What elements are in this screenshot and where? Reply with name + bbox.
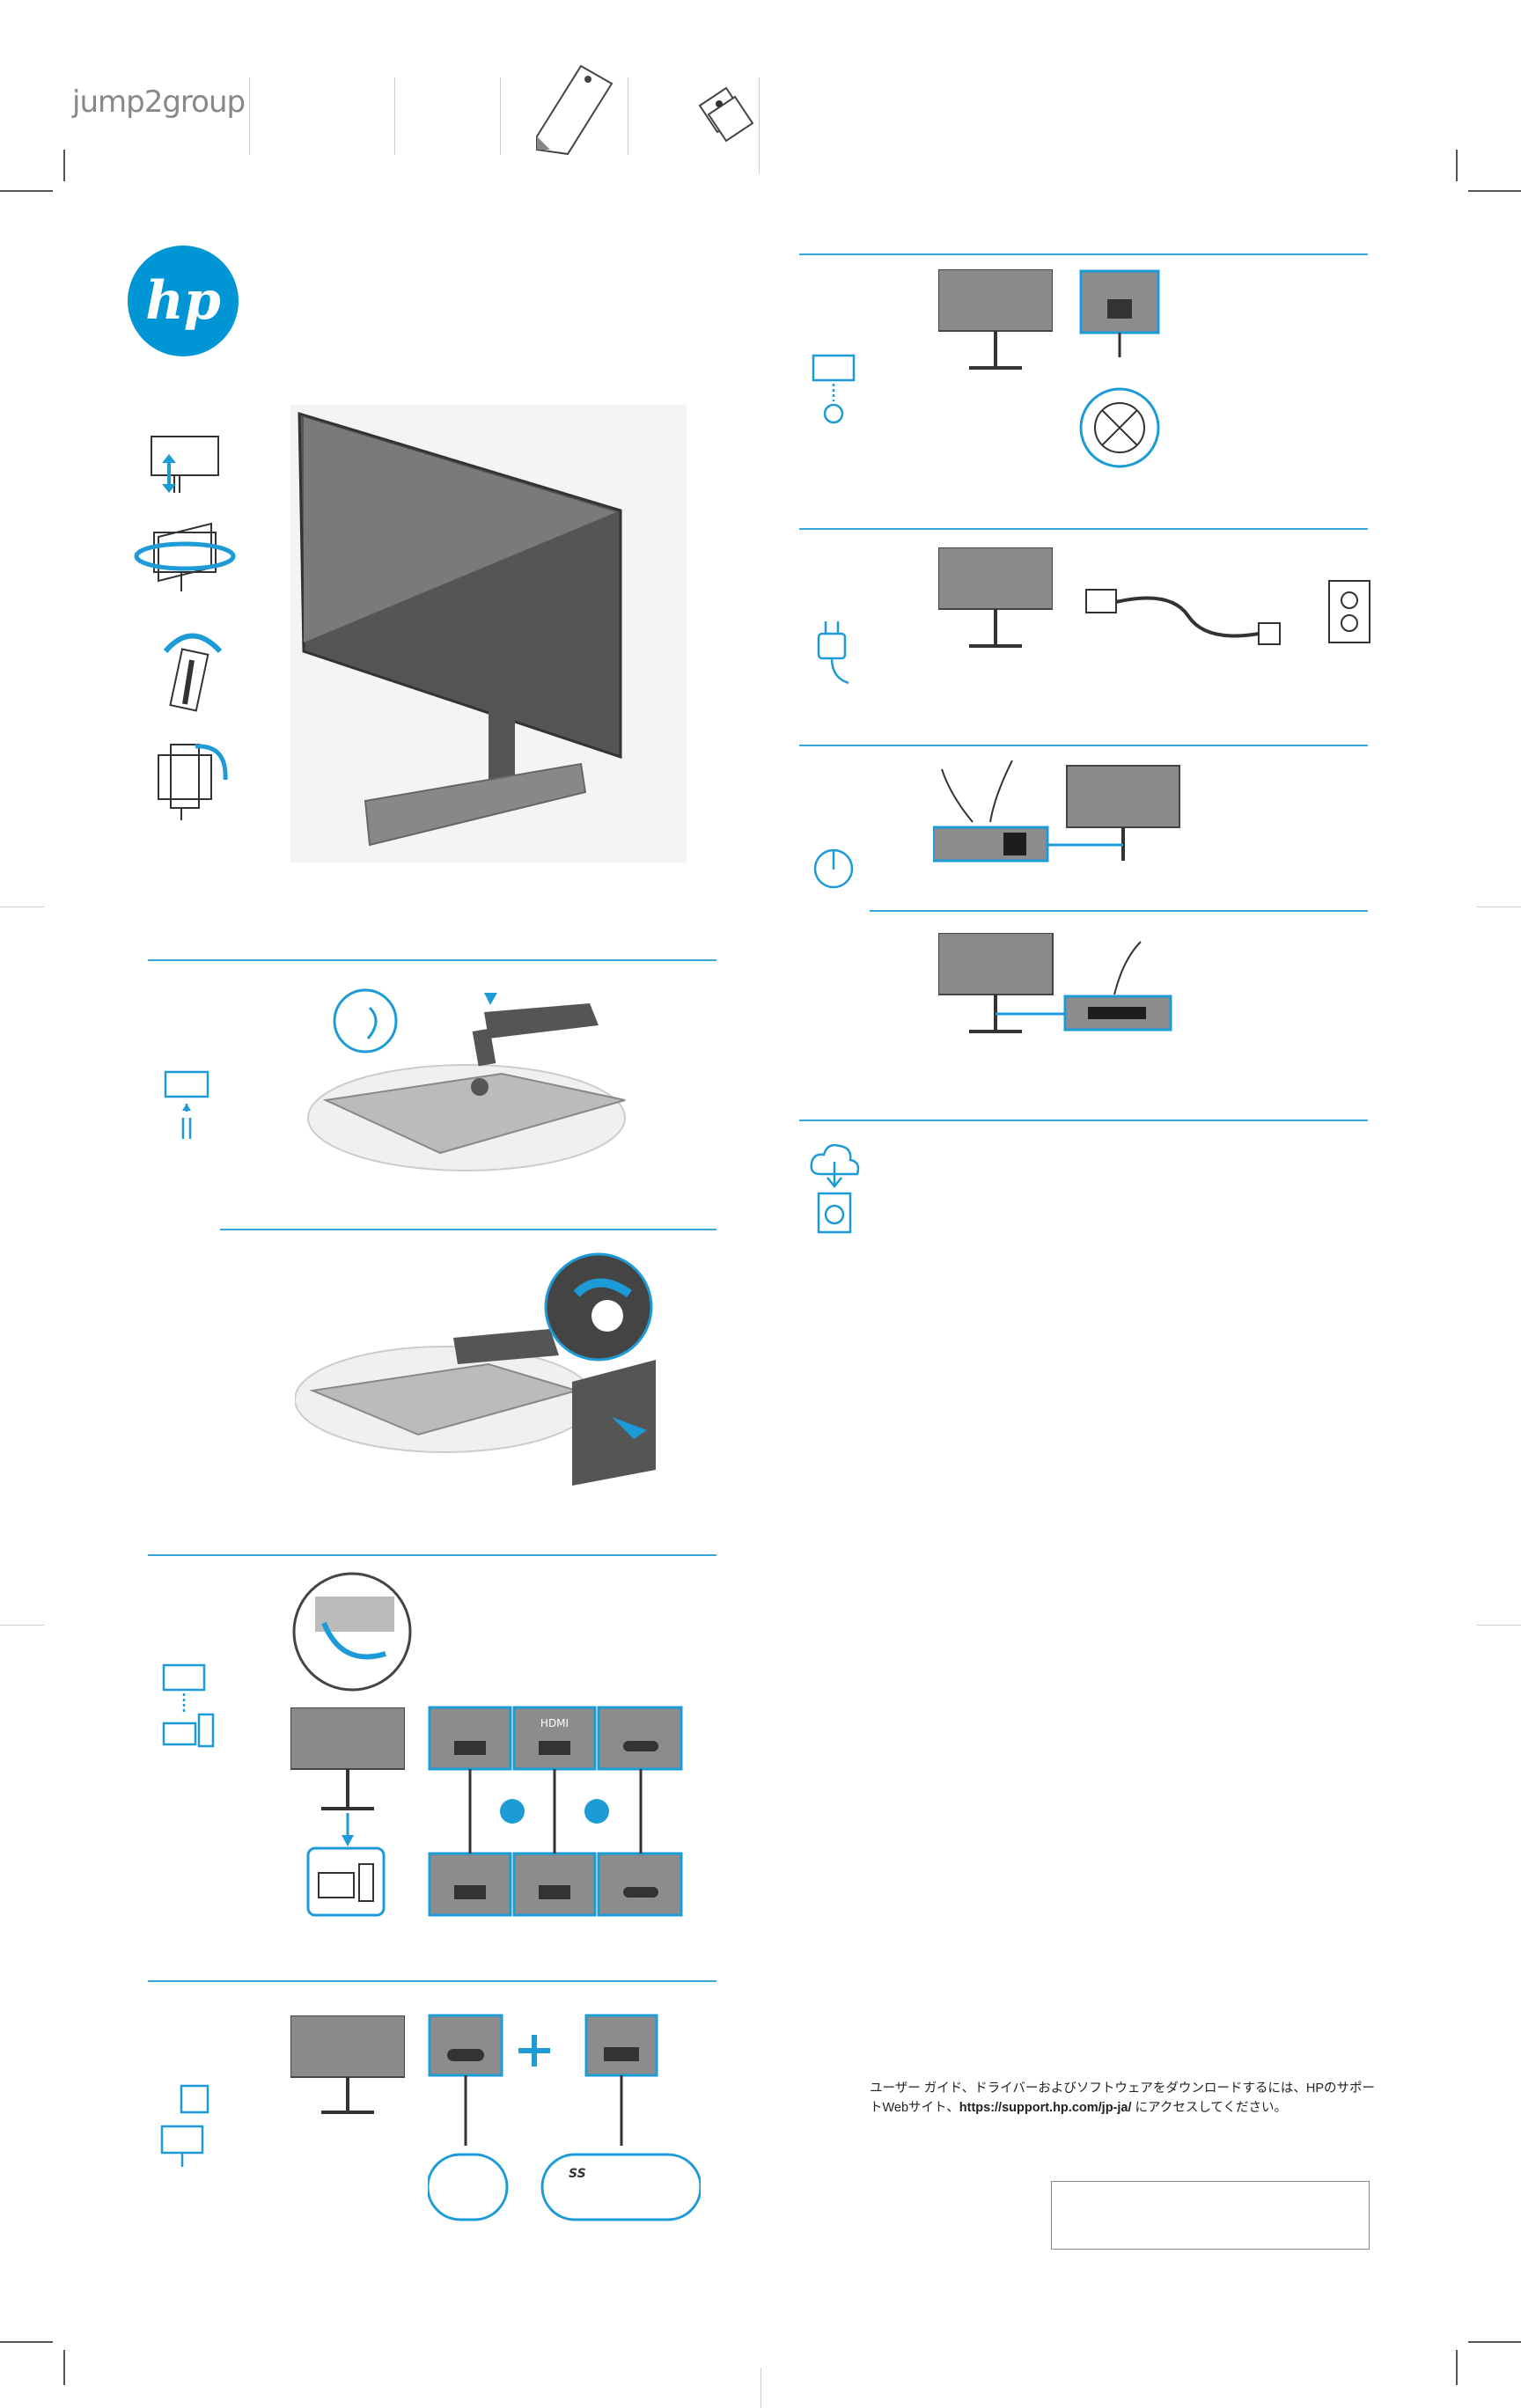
crop-mark [1456, 150, 1458, 181]
crop-mark [0, 2341, 53, 2343]
port-cables-illustration: HDMI [428, 1706, 683, 1917]
divider [500, 77, 501, 155]
divider [759, 77, 760, 174]
support-note: ユーザー ガイド、ドライバーおよびソフトウェアをダウンロードするには、HPのサポ… [870, 2081, 1376, 2115]
crop-mark [63, 2350, 65, 2385]
divider [249, 77, 250, 155]
section-rule [799, 253, 1368, 255]
hearing-click-icon [333, 988, 398, 1054]
monitor-small [290, 2015, 405, 2114]
monitor-small [938, 269, 1053, 370]
stand-attach-illustration [307, 988, 626, 1171]
height-adjust-icon [151, 436, 219, 493]
vesa-icon [812, 354, 856, 424]
power-press-illustration [938, 933, 1172, 1033]
computer-icon [306, 1846, 386, 1917]
crop-mark [1468, 190, 1521, 192]
tag-icon [698, 86, 754, 143]
usb-hub-icon [160, 2084, 209, 2167]
crop-mark [1468, 2341, 1521, 2343]
brand-logo: jump2group [72, 84, 246, 120]
section-rule [870, 910, 1368, 912]
crop-mark [0, 1625, 44, 1626]
crop-mark [1477, 1625, 1521, 1626]
section-rule [148, 959, 716, 961]
power-cable-illustration [1085, 580, 1370, 645]
download-icon [810, 1143, 860, 1234]
crop-mark [63, 150, 65, 181]
power-switch-illustration [933, 760, 1180, 863]
monitor-small [290, 1707, 405, 1846]
section-rule [799, 745, 1368, 746]
section-rule [148, 1980, 716, 1982]
crop-mark [760, 2368, 761, 2408]
svg-text:HDMI: HDMI [540, 1717, 569, 1729]
section-rule [799, 1120, 1368, 1121]
swivel-icon [134, 522, 236, 591]
power-button-icon [813, 848, 854, 889]
section-rule [148, 1554, 716, 1556]
vesa-attach-illustration [295, 1252, 656, 1486]
cable-management-illustration [292, 1572, 412, 1692]
connect-computer-icon [162, 1663, 215, 1748]
hp-logo: hp [128, 246, 239, 356]
power-cord-icon [817, 621, 849, 685]
section-rule [220, 1229, 716, 1230]
monitor-small [938, 547, 1053, 648]
pen-icon [536, 64, 614, 156]
security-lock-illustration [1079, 269, 1160, 468]
tilt-icon [163, 633, 223, 712]
crop-mark [1456, 2350, 1458, 2385]
svg-text:hp: hp [145, 270, 221, 332]
support-link[interactable]: https://support.hp.com/jp-ja/ [959, 2101, 1132, 2115]
pivot-icon [158, 744, 228, 820]
stand-attach-icon [164, 1070, 209, 1139]
svg-text:SS: SS [569, 2167, 586, 2181]
monitor-illustration [290, 405, 687, 863]
section-rule [799, 528, 1368, 530]
label-box [1051, 2181, 1370, 2250]
usb-peripherals-illustration: SS [428, 2014, 701, 2221]
crop-mark [0, 190, 53, 192]
divider [394, 77, 395, 155]
